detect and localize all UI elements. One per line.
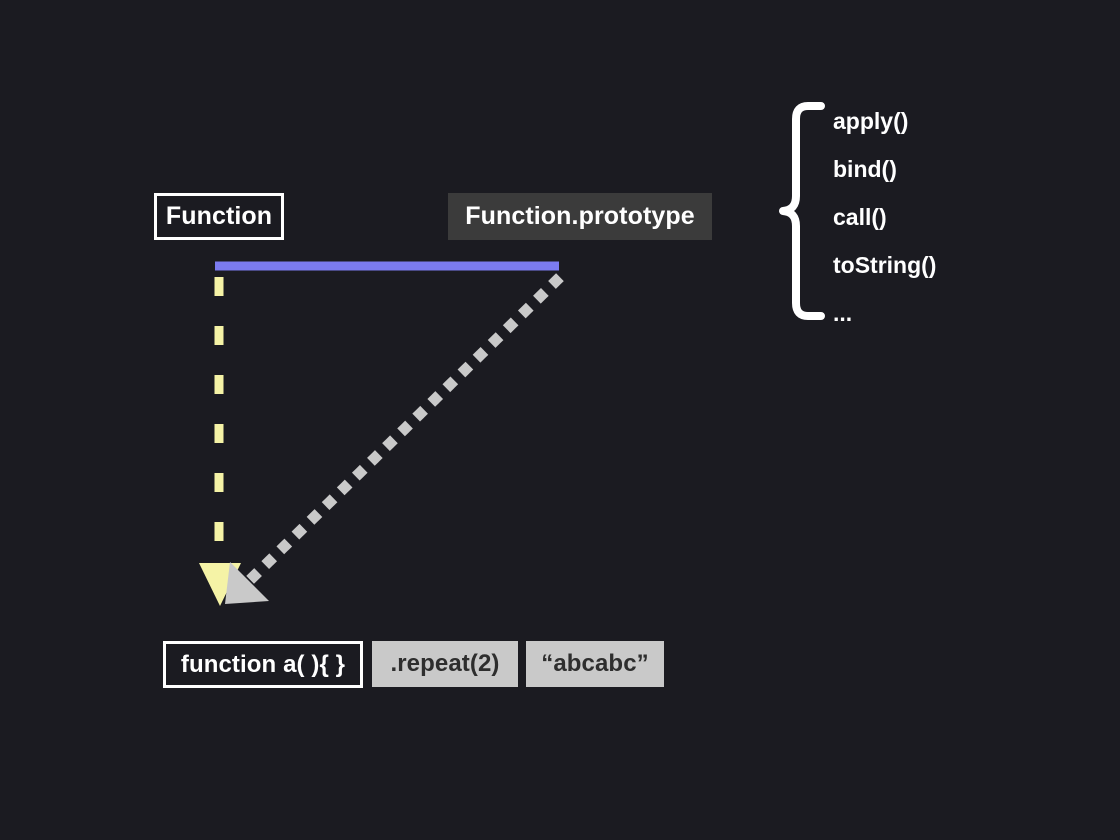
- node-function[interactable]: Function: [154, 193, 284, 240]
- node-function-prototype-label: Function.prototype: [465, 202, 695, 230]
- node-function-label: Function: [165, 202, 273, 230]
- method-list: apply() bind() call() toString() ...: [833, 103, 1053, 343]
- method-list-item[interactable]: call(): [833, 204, 887, 230]
- method-list-item[interactable]: bind(): [833, 156, 897, 182]
- node-function-a[interactable]: function a( ){ }: [163, 641, 363, 688]
- instance-link-arrowhead-icon: [199, 563, 241, 606]
- node-result-string[interactable]: “abcabc”: [526, 641, 664, 687]
- node-result-string-label: “abcabc”: [541, 650, 649, 677]
- node-function-prototype[interactable]: Function.prototype: [448, 193, 712, 240]
- method-list-item-ellipsis: ...: [833, 300, 853, 326]
- method-list-brace: [775, 100, 825, 322]
- node-repeat-call[interactable]: .repeat(2): [372, 641, 518, 687]
- prototype-lookup-arrowhead-icon: [225, 562, 269, 604]
- node-function-a-label: function a( ){ }: [180, 650, 346, 678]
- method-list-item[interactable]: toString(): [833, 252, 937, 278]
- left-curly-brace-icon: [779, 102, 825, 320]
- method-list-item[interactable]: apply(): [833, 108, 909, 134]
- node-repeat-call-label: .repeat(2): [390, 650, 500, 677]
- prototype-lookup-link-line: [244, 273, 564, 586]
